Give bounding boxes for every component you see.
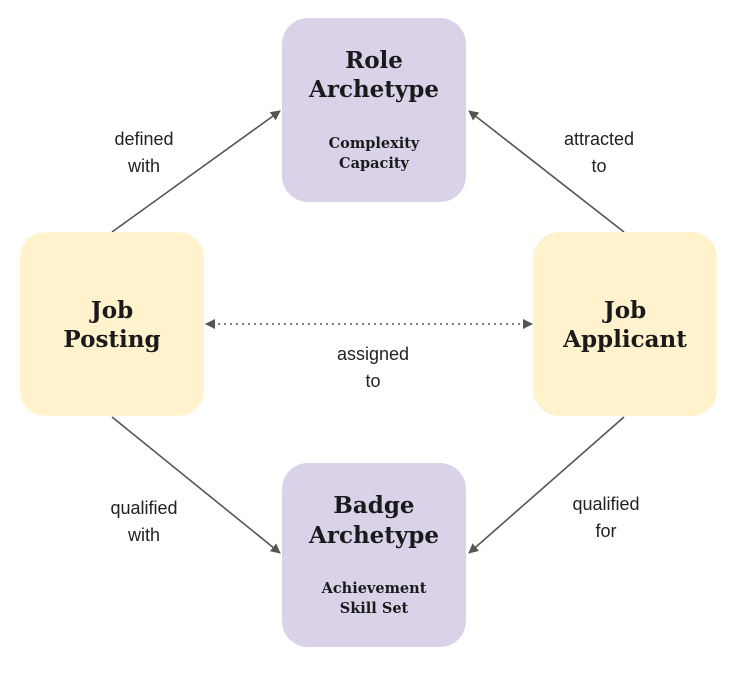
role-archetype-attribute-2: Capacity [339,155,410,172]
edge-label-attracted-to-line2: to [591,156,606,176]
role-archetype-attribute-1: Complexity [329,135,420,152]
edge-label-qualified-with-line1: qualified [110,498,177,518]
arrow-defined-with [111,110,281,233]
role-archetype-box [282,18,466,202]
badge-archetype-attribute-1: Achievement [321,580,427,597]
badge-archetype-title-line2: Archetype [308,522,439,549]
job-posting-title-line1: Job [89,297,133,324]
edge-label-defined-with-line1: defined [114,129,173,149]
job-applicant-box [533,232,717,416]
badge-archetype-box [282,463,466,647]
edge-label-qualified-with-line2: with [127,525,160,545]
job-applicant-title-line2: Applicant [562,326,687,353]
edge-label-qualified-for: qualified for [572,494,639,541]
edge-label-qualified-for-line1: qualified [572,494,639,514]
edge-label-defined-with: defined with [114,129,173,176]
badge-archetype-title-line1: Badge [333,492,414,519]
edge-label-assigned-to-line1: assigned [337,344,409,364]
edge-label-assigned-to: assigned to [337,344,409,391]
arrow-attracted-to [468,110,625,233]
arrow-qualified-with [111,416,281,554]
role-archetype-title-line1: Role [345,47,403,74]
role-archetype-node: Role Archetype Complexity Capacity [282,18,466,202]
badge-archetype-node: Badge Archetype Achievement Skill Set [282,463,466,647]
arrow-qualified-for [468,416,625,554]
job-posting-node: Job Posting [20,232,204,416]
edge-label-qualified-for-line2: for [595,521,616,541]
job-posting-box [20,232,204,416]
edge-label-defined-with-line2: with [127,156,160,176]
edge-label-attracted-to-line1: attracted [564,129,634,149]
badge-archetype-attribute-2: Skill Set [340,600,409,617]
edge-label-qualified-with: qualified with [110,498,177,545]
edge-label-attracted-to: attracted to [564,129,634,176]
job-applicant-title-line1: Job [602,297,646,324]
role-archetype-title-line2: Archetype [308,76,439,103]
job-posting-title-line2: Posting [63,326,160,353]
job-applicant-node: Job Applicant [533,232,717,416]
edge-label-assigned-to-line2: to [365,371,380,391]
